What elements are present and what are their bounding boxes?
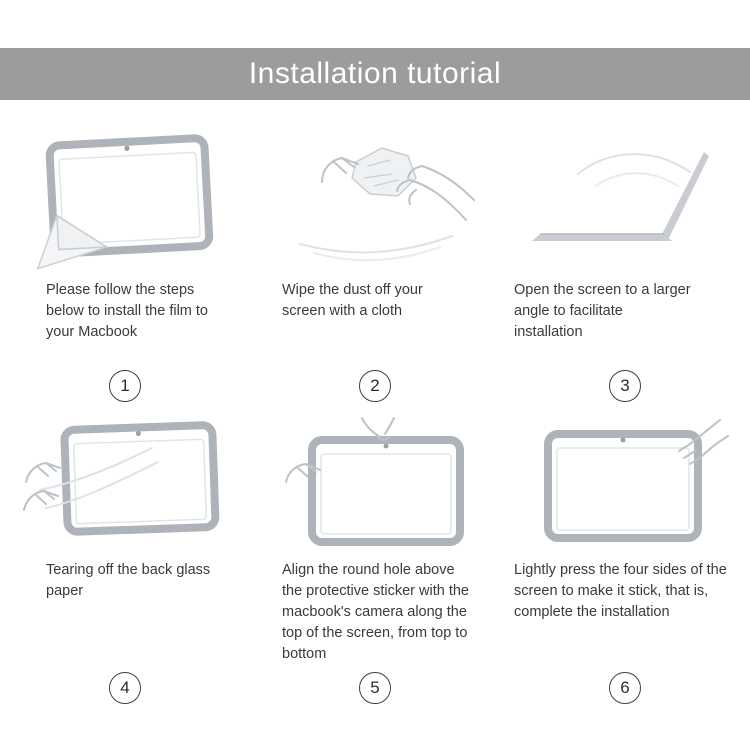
camera-dot [135, 431, 141, 437]
align-camera-icon [285, 417, 464, 546]
step-4-caption: Tearing off the back glass paper [46, 562, 211, 599]
header-banner: Installation tutorial [0, 48, 750, 100]
step-5-number: 5 [370, 678, 380, 697]
cloth-creases [363, 159, 399, 187]
camera-dot [620, 437, 626, 443]
step-1-number: 1 [120, 376, 130, 395]
step-2: Wipe the dust off your screen with a clo… [250, 128, 500, 416]
screen-inner [320, 453, 452, 535]
step-2-number: 2 [370, 376, 380, 395]
left-hand-icon [285, 463, 321, 483]
step-6: Lightly press the four sides of the scre… [500, 416, 750, 718]
lower-hand-icon [23, 490, 59, 511]
open-motion-arc [577, 153, 691, 175]
step-1-number-badge: 1 [109, 370, 141, 402]
step-3: Open the screen to a larger angle to fac… [500, 128, 750, 416]
screen-bezel [308, 436, 464, 546]
right-hand-icon [396, 165, 475, 221]
camera-dot [383, 443, 389, 449]
laptop-base [532, 234, 672, 241]
camera-dot [124, 145, 130, 151]
screen-surface-line [299, 235, 453, 254]
step-2-caption: Wipe the dust off your screen with a clo… [282, 282, 423, 319]
step-5: Align the round hole above the protectiv… [250, 416, 500, 718]
peel-line [39, 447, 153, 491]
cloth-icon [351, 147, 417, 197]
page-title: Installation tutorial [248, 57, 502, 90]
open-motion-arc-2 [595, 172, 679, 187]
screen-bezel [60, 421, 220, 536]
step-3-number: 3 [620, 376, 630, 395]
step-1-illustration [0, 128, 250, 276]
step-5-illustration [250, 416, 500, 556]
step-3-caption: Open the screen to a larger angle to fac… [514, 282, 691, 340]
step-6-illustration [500, 416, 750, 556]
screen-bezel [45, 134, 214, 258]
upper-hand-icon [25, 462, 61, 483]
step-3-illustration [500, 128, 750, 276]
step-4-illustration [0, 416, 250, 556]
screen-inner [556, 447, 690, 531]
pressing-hand-icon [678, 419, 729, 465]
step-5-caption: Align the round hole above the protectiv… [282, 562, 469, 662]
screen-surface-line-2 [313, 246, 441, 262]
peel-line-2 [45, 461, 159, 509]
open-laptop-icon [532, 152, 709, 241]
tear-back-paper-icon [23, 421, 220, 536]
step-6-number: 6 [620, 678, 630, 697]
step-2-number-badge: 2 [359, 370, 391, 402]
top-hand-icon [361, 417, 395, 441]
step-2-illustration [250, 128, 500, 276]
film-corner [56, 214, 109, 251]
laptop-screen-panel [660, 152, 709, 240]
screen-bezel [544, 430, 702, 542]
step-6-number-badge: 6 [609, 672, 641, 704]
step-1-caption: Please follow the steps below to install… [46, 282, 208, 340]
step-4-number-badge: 4 [109, 672, 141, 704]
screen-inner [58, 151, 201, 245]
step-4-number: 4 [120, 678, 130, 697]
wipe-cloth-icon [299, 147, 475, 262]
film-corner-peel-icon [36, 134, 214, 270]
screen-inner [73, 438, 208, 525]
step-5-number-badge: 5 [359, 672, 391, 704]
step-1: Please follow the steps below to install… [0, 128, 250, 416]
step-3-number-badge: 3 [609, 370, 641, 402]
step-4: Tearing off the back glass paper 4 [0, 416, 250, 718]
left-hand-icon [321, 157, 359, 183]
step-6-caption: Lightly press the four sides of the scre… [514, 562, 727, 620]
steps-grid: Please follow the steps below to install… [0, 128, 750, 718]
press-screen-icon [544, 419, 729, 542]
